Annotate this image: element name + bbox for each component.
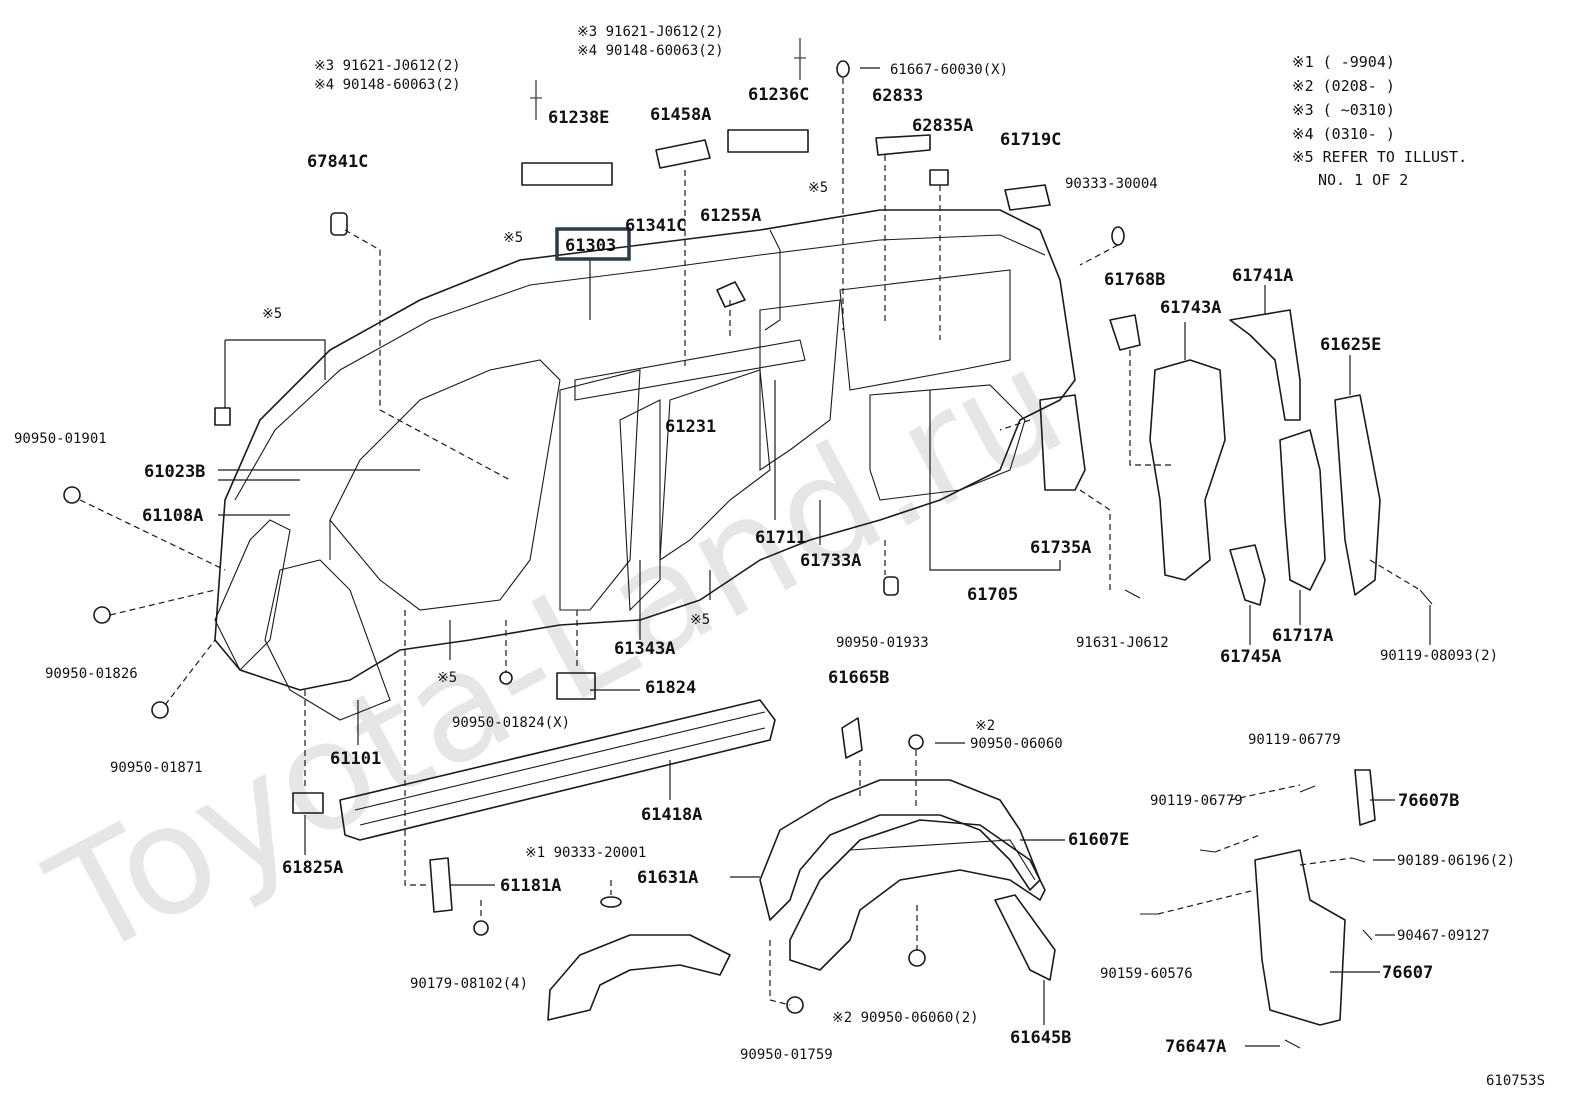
label-61303[interactable]: 61303 [565, 236, 616, 256]
label-90333-20001[interactable]: ※1 90333-20001 [525, 845, 646, 861]
label-67841C[interactable]: 67841C [307, 152, 368, 172]
note-1: ※1 ( -9904) [1292, 53, 1395, 71]
label-76607[interactable]: 76607 [1382, 963, 1433, 983]
label-61825A[interactable]: 61825A [282, 858, 343, 878]
label-note5-b1[interactable]: ※5 [690, 612, 710, 628]
label-61181A[interactable]: 61181A [500, 876, 561, 896]
label-61631A[interactable]: 61631A [637, 868, 698, 888]
label-61733A[interactable]: 61733A [800, 551, 861, 571]
label-note2-a[interactable]: ※2 [975, 718, 995, 734]
part-labels[interactable]: ※3 91621-J0612(2) ※4 90148-60063(2) ※3 9… [14, 24, 1515, 1063]
label-90119-06779-b[interactable]: 90119-06779 [1150, 793, 1243, 809]
label-61108A[interactable]: 61108A [142, 506, 203, 526]
label-61255A[interactable]: 61255A [700, 206, 761, 226]
illustration-id: 610753S [1486, 1073, 1545, 1089]
label-90119-08093[interactable]: 90119-08093(2) [1380, 648, 1498, 664]
label-90179-08102[interactable]: 90179-08102(4) [410, 976, 528, 992]
label-61343A[interactable]: 61343A [614, 639, 675, 659]
label-61607E[interactable]: 61607E [1068, 830, 1129, 850]
label-90467-09127[interactable]: 90467-09127 [1397, 928, 1490, 944]
label-90119-06779-a[interactable]: 90119-06779 [1248, 732, 1341, 748]
rocker-panel [339, 699, 776, 841]
label-62835A[interactable]: 62835A [912, 116, 973, 136]
label-90950-01759[interactable]: 90950-01759 [740, 1047, 833, 1063]
note-5: ※5 REFER TO ILLUST. [1292, 148, 1467, 166]
label-61625E[interactable]: 61625E [1320, 335, 1381, 355]
label-90950-01871[interactable]: 90950-01871 [110, 760, 203, 776]
label-61645B[interactable]: 61645B [1010, 1028, 1071, 1048]
label-61741A[interactable]: 61741A [1232, 266, 1293, 286]
label-90950-01826[interactable]: 90950-01826 [45, 666, 138, 682]
label-61418A[interactable]: 61418A [641, 805, 702, 825]
label-61824[interactable]: 61824 [645, 678, 696, 698]
label-90148-60063-a[interactable]: ※4 90148-60063(2) [314, 77, 461, 93]
label-note5-b2[interactable]: ※5 [437, 670, 457, 686]
notes-block: ※1 ( -9904) ※2 (0208- ) ※3 ( ~0310) ※4 (… [1292, 53, 1467, 189]
label-62833[interactable]: 62833 [872, 86, 923, 106]
label-note5-side[interactable]: ※5 [262, 306, 282, 322]
label-61341C[interactable]: 61341C [625, 216, 686, 236]
label-note5-top[interactable]: ※5 [808, 180, 828, 196]
label-note5-left[interactable]: ※5 [503, 230, 523, 246]
label-90950-06060-2[interactable]: ※2 90950-06060(2) [832, 1010, 979, 1026]
label-61236C[interactable]: 61236C [748, 85, 809, 105]
label-61231[interactable]: 61231 [665, 417, 716, 437]
wheel-house-assembly [547, 779, 1056, 1021]
label-61023B[interactable]: 61023B [144, 462, 205, 482]
right-inner-panels [1039, 309, 1381, 606]
label-61238E[interactable]: 61238E [548, 108, 609, 128]
label-91621-j0612-b[interactable]: ※3 91621-J0612(2) [577, 24, 724, 40]
label-91631-j0612[interactable]: 91631-J0612 [1076, 635, 1169, 651]
dashed-leaders [79, 78, 1421, 1006]
label-90189-06196[interactable]: 90189-06196(2) [1397, 853, 1515, 869]
label-61745A[interactable]: 61745A [1220, 647, 1281, 667]
label-90333-30004[interactable]: 90333-30004 [1065, 176, 1158, 192]
label-61735A[interactable]: 61735A [1030, 538, 1091, 558]
label-90950-01824[interactable]: 90950-01824(X) [452, 715, 570, 731]
label-90148-60063-b[interactable]: ※4 90148-60063(2) [577, 43, 724, 59]
label-90950-01933[interactable]: 90950-01933 [836, 635, 929, 651]
label-90950-01901[interactable]: 90950-01901 [14, 431, 107, 447]
note-5-continued: NO. 1 OF 2 [1318, 171, 1408, 189]
label-61768B[interactable]: 61768B [1104, 270, 1165, 290]
label-61711[interactable]: 61711 [755, 528, 806, 548]
label-61665B[interactable]: 61665B [828, 668, 889, 688]
label-76607B[interactable]: 76607B [1398, 791, 1459, 811]
highlight-box [555, 227, 631, 261]
label-91621-j0612-a[interactable]: ※3 91621-J0612(2) [314, 58, 461, 74]
label-61719C[interactable]: 61719C [1000, 130, 1061, 150]
label-90950-06060[interactable]: 90950-06060 [970, 736, 1063, 752]
note-3: ※3 ( ~0310) [1292, 101, 1395, 119]
label-61717A[interactable]: 61717A [1272, 626, 1333, 646]
label-61743A[interactable]: 61743A [1160, 298, 1221, 318]
note-4: ※4 (0310- ) [1292, 125, 1395, 143]
label-61667-60030[interactable]: 61667-60030(X) [890, 62, 1008, 78]
label-61458A[interactable]: 61458A [650, 105, 711, 125]
label-90159-60576[interactable]: 90159-60576 [1100, 966, 1193, 982]
label-61101[interactable]: 61101 [330, 749, 381, 769]
note-2: ※2 (0208- ) [1292, 77, 1395, 95]
label-61705[interactable]: 61705 [967, 585, 1018, 605]
mud-flap [1254, 769, 1376, 1026]
solid-leaders [218, 67, 1431, 1047]
label-76647A[interactable]: 76647A [1165, 1037, 1226, 1057]
